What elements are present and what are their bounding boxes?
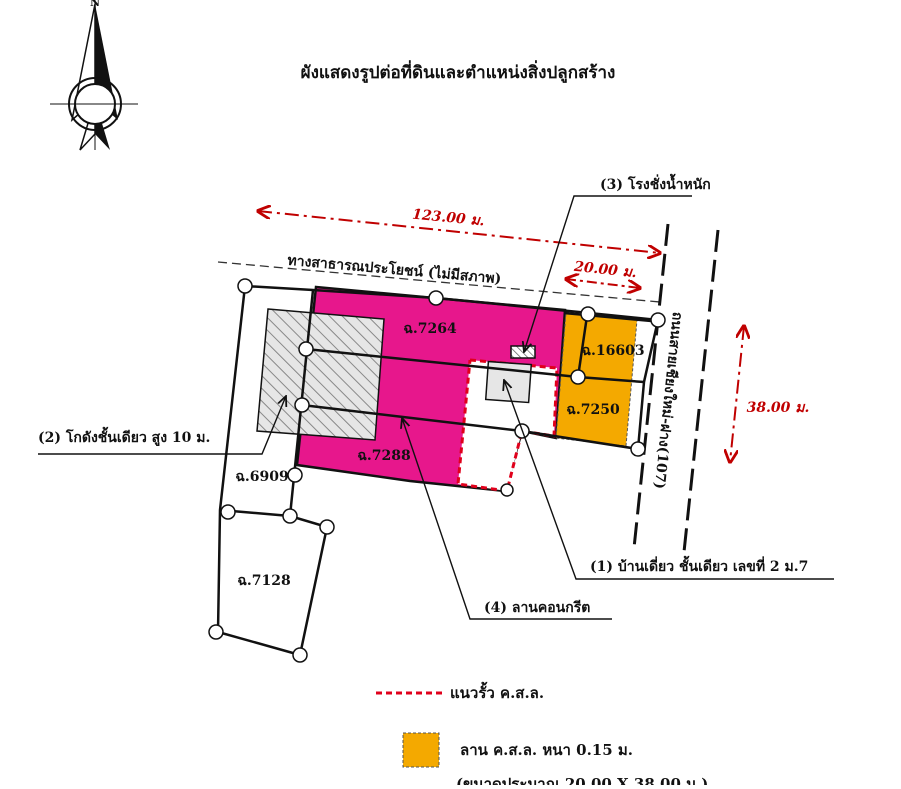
callout-warehouse-label: (2) โกดังชั้นเดียว สูง 10 ม. — [38, 426, 210, 446]
callout-weighing-station — [524, 195, 692, 352]
main-road-label: ถนนสายเชียงใหม่-ฝาง(107) — [651, 311, 688, 490]
callout-concrete-yard — [402, 418, 612, 620]
public-way-label: ทางสาธารณประโยชน์ (ไม่มีสภาพ) — [287, 251, 502, 288]
dimension-yard-width-label: 20.00 ม. — [572, 259, 637, 282]
legend-slab-label: ลาน ค.ส.ล. หนา 0.15 ม. — [460, 741, 633, 759]
lot-label-16603: ฉ.16603 — [581, 343, 644, 359]
road-edge-line — [632, 223, 670, 549]
north-label: N — [90, 0, 100, 9]
legend-slab-size: (ขนาดประมาณ 20.00 X 38.00 ม.) — [456, 775, 708, 785]
callout-warehouse — [38, 396, 286, 455]
callout-concrete-yard-label: (4) ลานคอนกรีต — [484, 600, 590, 616]
concrete-yard — [458, 360, 557, 491]
callout-weighing-station-label: (3) โรงชั่งน้ำหนัก — [600, 173, 711, 193]
page-title: ผังแสดงรูปต่อที่ดินและตำแหน่งสิ่งปลูกสร้… — [301, 60, 616, 84]
dimension-depth — [730, 326, 744, 462]
warehouse-building — [256, 308, 385, 441]
lot-label-7264: ฉ.7264 — [403, 321, 457, 337]
dimension-total-length — [258, 211, 660, 253]
lot-label-7128: ฉ.7128 — [237, 573, 290, 589]
lot-label-6909: ฉ.6909 — [235, 469, 288, 485]
weighing-station-building — [510, 345, 536, 359]
north-arrow-icon — [50, 0, 138, 151]
dimension-depth-label: 38.00 ม. — [747, 400, 810, 416]
legend-fence-label: แนวรั้ว ค.ส.ล. — [450, 681, 544, 702]
legend-slab-swatch — [402, 732, 440, 768]
lot-label-7250: ฉ.7250 — [566, 402, 620, 418]
public-way-line — [217, 261, 661, 303]
road-edge-line — [682, 229, 720, 553]
lot-label-7288: ฉ.7288 — [357, 448, 410, 464]
callout-house-label: (1) บ้านเดี่ยว ชั้นเดียว เลขที่ 2 ม.7 — [590, 555, 808, 575]
callout-house — [504, 380, 834, 580]
dimension-total-length-label: 123.00 ม. — [412, 207, 486, 230]
dimension-yard-width — [566, 279, 640, 288]
survey-markers — [208, 278, 666, 663]
